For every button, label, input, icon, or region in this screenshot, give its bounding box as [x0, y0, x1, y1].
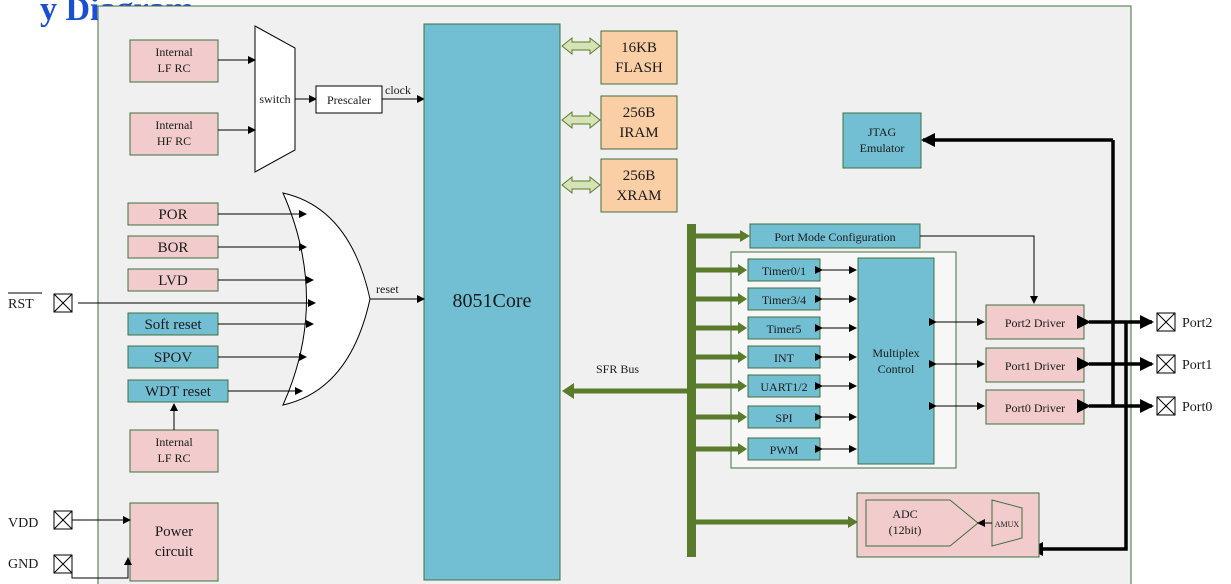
svg-text:BOR: BOR [158, 240, 189, 256]
svg-text:UART1/2: UART1/2 [760, 380, 807, 394]
adc-block: ADC (12bit) AMUX [856, 492, 1040, 558]
svg-text:SPI: SPI [775, 411, 792, 425]
svg-text:Internal: Internal [155, 118, 193, 132]
memory-flash-block: 16KB FLASH [561, 30, 678, 85]
svg-text:VDD: VDD [8, 516, 38, 531]
peripheral-timer01: Timer0/1 [696, 258, 821, 282]
svg-text:Timer3/4: Timer3/4 [762, 293, 806, 307]
svg-text:Port1: Port1 [1182, 358, 1212, 373]
svg-text:SFR Bus: SFR Bus [596, 362, 639, 376]
internal-hf-rc-block: Internal HF RC [129, 112, 219, 156]
port1-driver-block: Port1 Driver [985, 347, 1085, 383]
svg-text:LF RC: LF RC [157, 61, 190, 75]
svg-text:PWM: PWM [770, 443, 799, 457]
peripheral-timer34: Timer3/4 [696, 287, 821, 311]
svg-text:HF RC: HF RC [157, 134, 191, 148]
port2-driver-block: Port2 Driver [985, 304, 1085, 340]
svg-text:LF RC: LF RC [157, 451, 190, 465]
svg-text:switch: switch [259, 92, 290, 106]
memory-iram-block: 256B IRAM [561, 95, 678, 150]
svg-text:Multiplex: Multiplex [872, 346, 919, 360]
svg-text:Control: Control [878, 362, 915, 376]
svg-text:IRAM: IRAM [619, 125, 658, 141]
reset-label: reset [376, 282, 399, 296]
reset-wdt-block: WDT reset [127, 379, 229, 403]
svg-text:Port2 Driver: Port2 Driver [1005, 316, 1065, 330]
internal-lf-rc-block: Internal LF RC [129, 39, 219, 83]
reset-lvd-block: LVD [127, 268, 219, 292]
peripheral-uart12: UART1/2 [696, 374, 821, 398]
svg-text:LVD: LVD [158, 273, 188, 289]
svg-text:(12bit): (12bit) [889, 523, 922, 537]
svg-text:256B: 256B [623, 168, 656, 184]
svg-text:FLASH: FLASH [615, 60, 663, 76]
peripheral-timer5: Timer5 [696, 316, 821, 340]
multiplex-control-block: Multiplex Control [857, 257, 935, 465]
svg-text:WDT reset: WDT reset [145, 384, 212, 400]
svg-text:256B: 256B [623, 105, 656, 121]
clock-label: clock [385, 83, 411, 97]
svg-text:Port2: Port2 [1182, 316, 1212, 331]
svg-text:Power: Power [155, 524, 193, 540]
svg-text:circuit: circuit [155, 544, 194, 560]
peripheral-mux-links [815, 266, 857, 453]
reset-bor-block: BOR [127, 235, 219, 259]
port1-pin: Port1 [1156, 354, 1212, 374]
jtag-emulator-block: JTAG Emulator [842, 112, 922, 169]
vdd-pin: VDD [8, 510, 73, 531]
sfr-bus: SFR Bus [562, 224, 696, 557]
svg-text:Timer5: Timer5 [767, 322, 802, 336]
port-mode-config-block: Port Mode Configuration [696, 223, 921, 249]
svg-text:Soft reset: Soft reset [144, 317, 202, 333]
svg-text:RST: RST [8, 297, 34, 312]
svg-text:POR: POR [158, 207, 187, 223]
core-8051-block: 8051Core [423, 23, 561, 581]
svg-text:ADC: ADC [892, 507, 917, 521]
svg-text:Port Mode Configuration: Port Mode Configuration [774, 230, 895, 244]
svg-text:INT: INT [774, 351, 795, 365]
svg-text:8051Core: 8051Core [453, 290, 532, 312]
reset-soft-block: Soft reset [127, 312, 219, 336]
gnd-pin: GND [8, 554, 73, 574]
reset-por-block: POR [127, 202, 219, 226]
port0-pin: Port0 [1156, 396, 1212, 416]
svg-text:GND: GND [8, 557, 38, 572]
peripheral-pwm: PWM [696, 437, 821, 461]
svg-text:Internal: Internal [155, 45, 193, 59]
peripheral-spi: SPI [696, 405, 821, 429]
port0-driver-block: Port0 Driver [985, 389, 1085, 425]
svg-text:Internal: Internal [155, 435, 193, 449]
clock-switch-mux: switch [254, 25, 296, 173]
prescaler-block: Prescaler [315, 85, 383, 114]
peripheral-int: INT [696, 345, 821, 369]
port2-pin: Port2 [1156, 312, 1212, 332]
svg-text:Emulator: Emulator [860, 141, 905, 155]
svg-text:Port1 Driver: Port1 Driver [1005, 359, 1065, 373]
svg-text:XRAM: XRAM [616, 188, 661, 204]
wdt-internal-lf-rc-block: Internal LF RC [129, 429, 219, 473]
reset-spov-block: SPOV [127, 345, 219, 369]
svg-text:Timer0/1: Timer0/1 [762, 264, 806, 278]
svg-text:Prescaler: Prescaler [327, 93, 371, 107]
rst-pin: RST [8, 292, 73, 313]
svg-text:JTAG: JTAG [868, 125, 897, 139]
memory-xram-block: 256B XRAM [561, 158, 678, 213]
svg-text:Port0 Driver: Port0 Driver [1005, 401, 1065, 415]
svg-text:AMUX: AMUX [995, 520, 1020, 529]
svg-text:Port0: Port0 [1182, 400, 1212, 415]
power-circuit-block: Power circuit [129, 502, 219, 582]
svg-text:SPOV: SPOV [154, 350, 193, 366]
svg-text:16KB: 16KB [621, 40, 657, 56]
